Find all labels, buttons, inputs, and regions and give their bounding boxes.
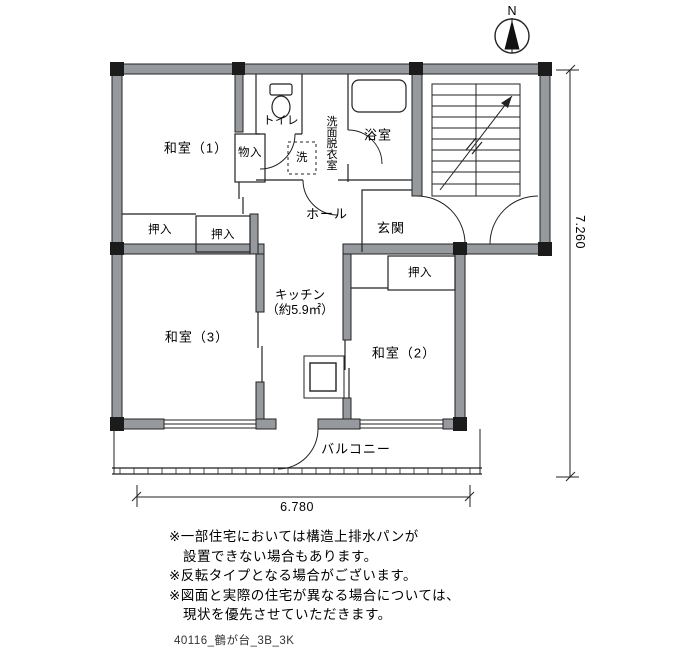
room-label-bathroom: 浴室 [363, 127, 393, 143]
room-label-washroom: 洗面脱衣室 [325, 115, 337, 171]
balcony-outline [112, 429, 482, 475]
room-label-washitsu1: 和室（1） [163, 140, 229, 156]
balcony-door-arc [277, 428, 319, 470]
notes-block: ※一部住宅においては構造上排水パンが 設置できない場合もあります。 ※反転タイプ… [169, 527, 460, 625]
partition-lines [122, 74, 456, 398]
room-label-entrance: 玄関 [376, 220, 406, 236]
compass-north-label: N [507, 4, 517, 18]
structural-columns [110, 62, 552, 431]
room-label-kitchen: キッチン （約5.9㎡） [266, 288, 333, 318]
note-line-3: ※反転タイプとなる場合がございます。 [169, 568, 418, 584]
plan-id-label: 40116_鶴が台_3B_3K [174, 635, 295, 647]
kitchen-sink-icon [303, 355, 345, 399]
toilet-door-arc [259, 133, 296, 170]
staircase-icon [431, 83, 521, 197]
closet-label-b: 押入 [211, 229, 235, 241]
room-label-balcony: バルコニー [321, 441, 391, 457]
window-lines [164, 419, 443, 429]
bath-door-arc [347, 129, 383, 165]
room-label-hall: ホール [305, 206, 349, 222]
toilet-icon [269, 83, 293, 119]
room-label-storage: 物入 [238, 147, 262, 159]
room-label-toilet: トイレ [263, 115, 299, 127]
note-line-5: 現状を優先させていただきます。 [183, 607, 392, 623]
neighbor-door-arc [489, 195, 539, 245]
closet-label-a: 押入 [148, 224, 172, 236]
kitchen-name-label: キッチン [274, 288, 326, 302]
note-line-4: ※図面と実際の住宅が異なる場合については、 [169, 587, 461, 603]
door-swing-arcs [259, 129, 539, 470]
label-washing-machine: 洗 [296, 152, 308, 164]
room-label-washitsu2: 和室（2） [371, 345, 437, 361]
washroom-door-arc [302, 179, 339, 216]
dimension-width-label: 6.780 [280, 500, 314, 514]
note-line-1: ※一部住宅においては構造上排水パンが [169, 529, 419, 544]
entrance-door-arc [416, 195, 466, 245]
dimension-lines [131, 64, 579, 507]
room-label-washitsu3: 和室（3） [164, 329, 230, 345]
note-line-2: 設置できない場合もあります。 [183, 548, 378, 564]
dimension-height-label: 7.260 [573, 215, 587, 249]
bathtub-icon [351, 79, 407, 113]
north-compass-icon [494, 18, 530, 54]
washing-machine-icon [287, 141, 317, 175]
closet-label-c: 押入 [408, 267, 432, 279]
kitchen-area-label: （約5.9㎡） [266, 303, 334, 317]
